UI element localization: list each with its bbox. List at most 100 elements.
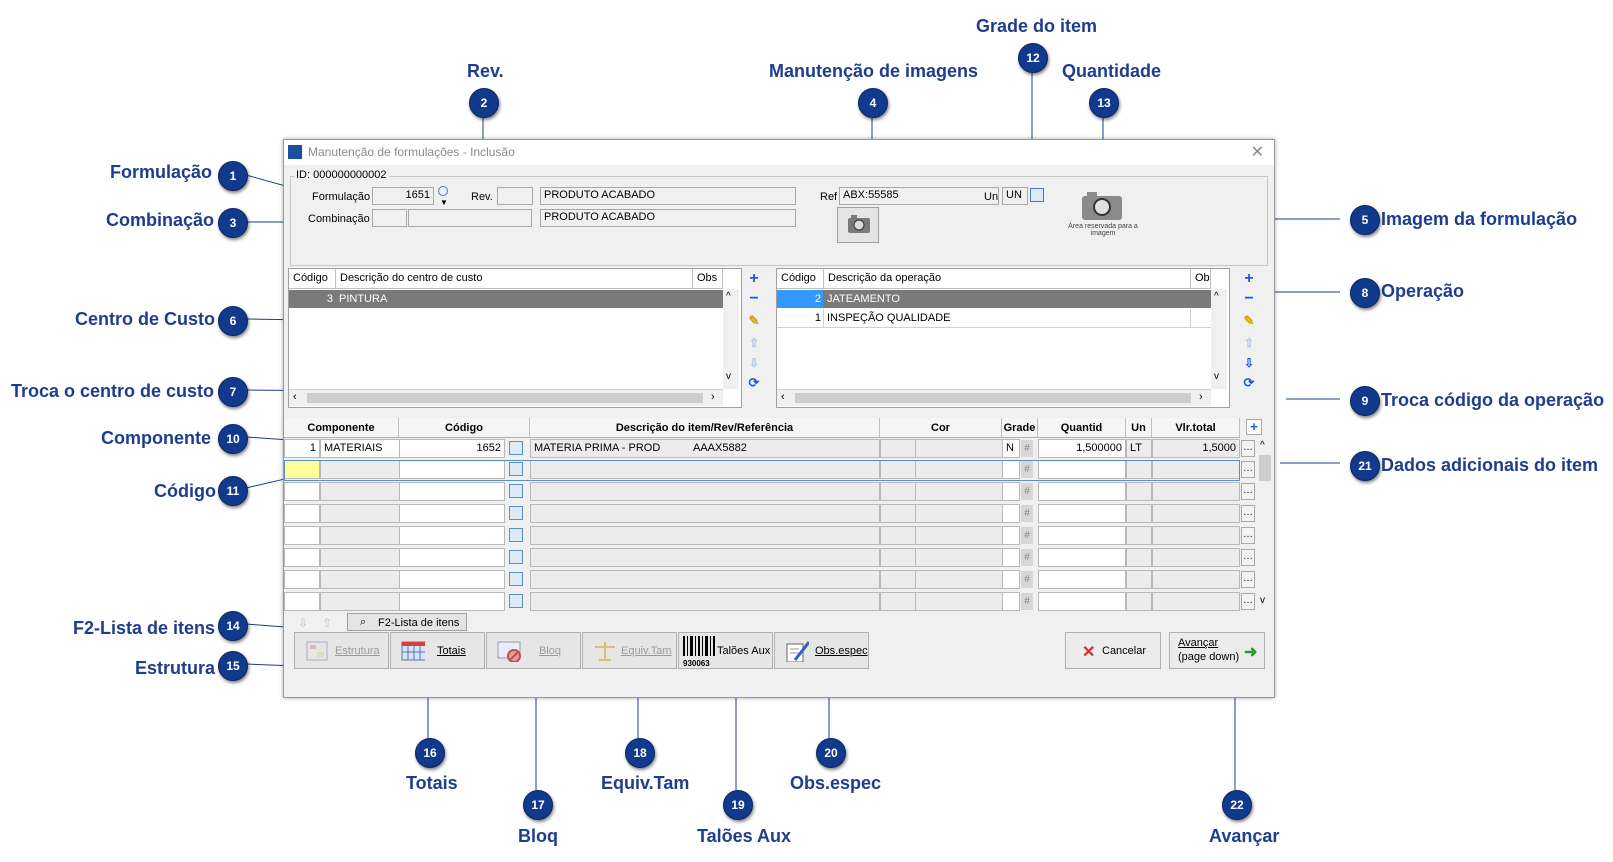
- op-col-descricao[interactable]: Descrição da operação: [824, 269, 1191, 289]
- item-grade[interactable]: [1002, 570, 1020, 589]
- item-cor-code[interactable]: [880, 548, 916, 567]
- item-seq[interactable]: [284, 504, 320, 523]
- item-codigo[interactable]: [399, 592, 505, 611]
- item-details-button[interactable]: …: [1241, 440, 1255, 457]
- scroll-up-icon[interactable]: ^: [1214, 291, 1219, 302]
- add-operation-icon[interactable]: +: [1244, 270, 1254, 287]
- equiv-tam-button[interactable]: Equiv.Tam: [582, 632, 677, 669]
- item-cor-code[interactable]: [880, 526, 916, 545]
- swap-operation-icon[interactable]: ⟳: [1243, 375, 1255, 390]
- move-up-icon[interactable]: ⇧: [748, 336, 760, 350]
- grade-hash-icon[interactable]: #: [1021, 549, 1033, 566]
- items-col-componente[interactable]: Componente: [284, 418, 399, 438]
- item-componente[interactable]: [320, 482, 400, 501]
- grade-hash-icon[interactable]: #: [1021, 571, 1033, 588]
- cancelar-button[interactable]: ✕ Cancelar: [1065, 632, 1161, 669]
- move-down-icon[interactable]: ⇩: [1243, 356, 1255, 370]
- cost-hscroll[interactable]: ‹ ›: [289, 389, 723, 406]
- item-seq[interactable]: [284, 592, 320, 611]
- item-grade[interactable]: [1002, 504, 1020, 523]
- scroll-down-icon[interactable]: v: [1260, 595, 1265, 606]
- item-grade[interactable]: [1002, 548, 1020, 567]
- obs-espec-button[interactable]: Obs.espec: [774, 632, 869, 669]
- op-col-codigo[interactable]: Código: [777, 269, 824, 289]
- grade-hash-icon[interactable]: #: [1021, 505, 1033, 522]
- item-lookup-icon[interactable]: [509, 462, 523, 476]
- item-lookup-icon[interactable]: [509, 550, 523, 564]
- grade-hash-icon[interactable]: #: [1021, 461, 1033, 478]
- add-cost-center-icon[interactable]: +: [749, 270, 759, 287]
- item-cor-code[interactable]: [880, 592, 916, 611]
- item-seq[interactable]: [284, 548, 320, 567]
- un-lookup-icon[interactable]: [1030, 188, 1044, 202]
- item-cor-code[interactable]: [880, 504, 916, 523]
- cost-col-codigo[interactable]: Código: [289, 269, 336, 289]
- item-seq[interactable]: [284, 482, 320, 501]
- items-col-descricao[interactable]: Descrição do item/Rev/Referência: [530, 418, 880, 438]
- ref-field[interactable]: ABX:55585: [839, 187, 999, 205]
- item-lookup-icon[interactable]: [509, 528, 523, 542]
- op-col-obs[interactable]: Obs: [1191, 269, 1211, 289]
- item-codigo[interactable]: [399, 482, 505, 501]
- op-hscroll[interactable]: ‹ ›: [777, 389, 1211, 406]
- move-down-icon[interactable]: ⇩: [748, 356, 760, 370]
- items-col-quantid[interactable]: Quantid: [1038, 418, 1126, 438]
- item-codigo[interactable]: [399, 526, 505, 545]
- grade-hash-icon[interactable]: #: [1021, 527, 1033, 544]
- move-down-icon[interactable]: ⇩: [298, 616, 309, 630]
- table-row[interactable]: 3 PINTURA: [289, 290, 723, 308]
- remove-cost-center-icon[interactable]: −: [749, 290, 759, 307]
- item-seq[interactable]: [284, 570, 320, 589]
- grade-hash-icon[interactable]: #: [1021, 440, 1033, 457]
- scroll-right-icon[interactable]: ›: [1199, 391, 1203, 403]
- items-col-un[interactable]: Un: [1126, 418, 1152, 438]
- item-cor-code[interactable]: [880, 482, 916, 501]
- totais-button[interactable]: Totais: [390, 632, 485, 669]
- close-icon[interactable]: ✕: [1250, 144, 1264, 161]
- item-details-button[interactable]: …: [1241, 527, 1255, 544]
- item-grade[interactable]: N: [1002, 439, 1020, 458]
- scroll-right-icon[interactable]: ›: [711, 391, 715, 403]
- item-grade[interactable]: [1002, 526, 1020, 545]
- scroll-down-icon[interactable]: v: [1214, 371, 1219, 382]
- item-codigo[interactable]: [399, 548, 505, 567]
- combinacao-code-field[interactable]: [372, 209, 407, 227]
- item-cor-code[interactable]: [880, 570, 916, 589]
- item-details-button[interactable]: …: [1241, 549, 1255, 566]
- scroll-up-icon[interactable]: ^: [1260, 440, 1265, 451]
- item-componente[interactable]: [320, 526, 400, 545]
- swap-cost-center-icon[interactable]: ⟳: [748, 375, 760, 390]
- edit-cost-center-icon[interactable]: ✎: [748, 313, 760, 328]
- image-maintenance-button[interactable]: [837, 207, 879, 243]
- cost-vscroll[interactable]: ^ v: [723, 289, 739, 389]
- item-codigo[interactable]: [399, 504, 505, 523]
- items-col-codigo[interactable]: Código: [399, 418, 530, 438]
- scroll-thumb[interactable]: [307, 393, 703, 403]
- dropdown-arrow-icon[interactable]: ▼: [440, 198, 448, 207]
- item-lookup-icon[interactable]: [509, 572, 523, 586]
- items-col-grade[interactable]: Grade: [1002, 418, 1038, 438]
- grade-hash-icon[interactable]: #: [1021, 593, 1033, 610]
- item-quantidade[interactable]: [1038, 504, 1126, 523]
- estrutura-button[interactable]: Estrutura: [294, 632, 389, 669]
- item-seq[interactable]: 1: [284, 439, 320, 458]
- item-componente[interactable]: [320, 592, 400, 611]
- taloes-aux-button[interactable]: 930063 Talões Aux: [678, 632, 773, 669]
- item-details-button[interactable]: …: [1241, 593, 1255, 610]
- item-details-button[interactable]: …: [1241, 483, 1255, 500]
- cost-col-descricao[interactable]: Descrição do centro de custo: [336, 269, 693, 289]
- remove-operation-icon[interactable]: −: [1244, 290, 1254, 307]
- combinacao-code2-field[interactable]: [408, 209, 532, 227]
- search-icon[interactable]: [438, 186, 448, 196]
- item-codigo[interactable]: [399, 570, 505, 589]
- item-seq[interactable]: [284, 526, 320, 545]
- item-quantidade[interactable]: [1038, 592, 1126, 611]
- formulacao-field[interactable]: 1651: [372, 187, 434, 205]
- edit-operation-icon[interactable]: ✎: [1243, 313, 1255, 328]
- item-grade[interactable]: [1002, 482, 1020, 501]
- item-componente[interactable]: MATERIAIS: [320, 439, 400, 458]
- scroll-left-icon[interactable]: ‹: [781, 391, 785, 403]
- items-col-vlr-total[interactable]: Vlr.total: [1152, 418, 1240, 438]
- item-lookup-icon[interactable]: [509, 594, 523, 608]
- item-componente[interactable]: [320, 570, 400, 589]
